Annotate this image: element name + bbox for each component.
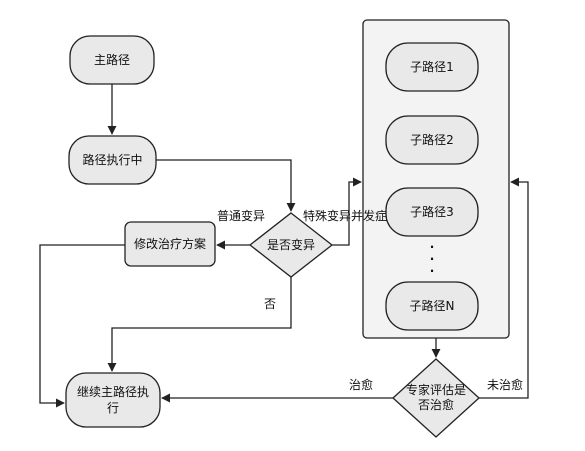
subpath-1-shape [385, 42, 479, 92]
subpath-2-node: 子路径2 [410, 133, 454, 147]
subpath-n-shape [385, 281, 479, 331]
label-special-variation: 特殊变异并发症 [303, 209, 388, 223]
subpath-1-node: 子路径1 [410, 60, 454, 74]
expert-eval-line1: 专家评估是 [405, 383, 466, 397]
label-normal-variation: 普通变异 [217, 209, 266, 223]
continue-main-line2: 行 [106, 401, 119, 415]
edge-execution-to-variation [156, 159, 296, 212]
subpath-2-shape [385, 115, 479, 165]
modify-treatment-node-shape [124, 221, 216, 267]
path-execution-node: 路径执行中 [82, 153, 143, 167]
edge-variation-to-subpaths [332, 177, 362, 246]
label-not-cured: 未治愈 [487, 378, 524, 392]
edge-expert-not-cured-to-subpaths [479, 177, 529, 399]
is-variation-decision: 是否变异 [266, 238, 315, 252]
label-no: 否 [264, 297, 277, 311]
modify-treatment-node: 修改治疗方案 [133, 237, 206, 251]
subpath-n-node: 子路径N [409, 299, 455, 313]
subpath-3-node: 子路径3 [410, 205, 454, 219]
continue-main-node: 继续主路径执 行 [66, 373, 160, 427]
label-cured: 治愈 [349, 378, 374, 392]
continue-main-line1: 继续主路径执 [76, 385, 149, 399]
edge-variation-no-to-continue [107, 277, 292, 372]
expert-eval-line2: 否治愈 [417, 398, 454, 412]
expert-eval-decision: 专家评估是 否治愈 [393, 366, 479, 430]
edge-modify-to-continue [39, 244, 125, 408]
expert-eval-decision-shape [392, 358, 480, 438]
subpath-3-shape [385, 187, 479, 237]
main-path-node: 主路径 [93, 53, 130, 67]
subpath-ellipsis: · · · [429, 240, 435, 278]
continue-main-node-shape [65, 372, 161, 428]
